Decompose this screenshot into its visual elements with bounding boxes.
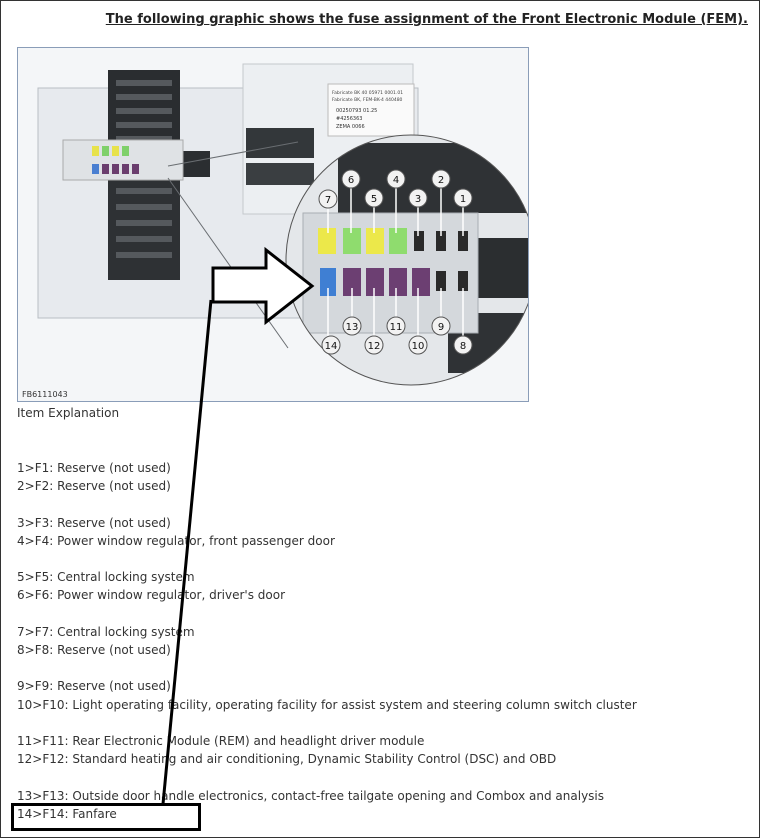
callout-5: 5	[364, 188, 384, 208]
callout-6: 6	[341, 169, 361, 189]
callout-9: 9	[431, 316, 451, 336]
fuse-item-14: 14>F14: Fanfare	[17, 807, 117, 821]
svg-text:Fabricate BK, FEM-BK-4 440480: Fabricate BK, FEM-BK-4 440480	[332, 97, 403, 103]
item-explanation-label: Item Explanation	[17, 406, 120, 420]
figure-code: FB6111043	[22, 390, 68, 399]
callout-12: 12	[364, 335, 384, 355]
svg-text:Fabricate BK 40 05971 0001.01: Fabricate BK 40 05971 0001.01	[332, 90, 403, 96]
fuse-item-6: 6>F6: Power window regulator, driver's d…	[17, 588, 285, 602]
callout-1: 1	[453, 188, 473, 208]
fuse-item-13: 13>F13: Outside door handle electronics,…	[17, 789, 605, 803]
svg-text:#4256363: #4256363	[336, 116, 362, 122]
callout-7: 7	[318, 189, 338, 209]
fuse-item-3: 3>F3: Reserve (not used)	[17, 516, 171, 530]
fuse-item-9: 9>F9: Reserve (not used)	[17, 679, 171, 693]
svg-text:12: 12	[368, 341, 381, 352]
callout-3: 3	[408, 188, 428, 208]
fuse-item-1: 1>F1: Reserve (not used)	[17, 461, 171, 475]
svg-text:10: 10	[412, 341, 425, 352]
fuse-item-8: 8>F8: Reserve (not used)	[17, 643, 171, 657]
module-label-text: Fabricate BK 40 05971 0001.01 Fabricate …	[332, 90, 403, 130]
svg-text:7: 7	[325, 195, 331, 206]
fuse-item-4: 4>F4: Power window regulator, front pass…	[17, 534, 335, 548]
fuse-item-12: 12>F12: Standard heating and air conditi…	[17, 752, 557, 766]
svg-text:4: 4	[393, 175, 399, 186]
svg-text:13: 13	[346, 322, 359, 333]
fuse-item-7: 7>F7: Central locking system	[17, 625, 195, 639]
svg-text:8: 8	[460, 341, 466, 352]
svg-text:2: 2	[438, 175, 444, 186]
fuse-item-5: 5>F5: Central locking system	[17, 570, 195, 584]
svg-text:00250793 01.25: 00250793 01.25	[336, 108, 377, 114]
callout-2: 2	[431, 169, 451, 189]
highlight-box	[11, 803, 201, 831]
svg-text:14: 14	[325, 341, 338, 352]
svg-text:11: 11	[390, 322, 403, 333]
svg-text:6: 6	[348, 175, 354, 186]
callout-14: 14	[321, 335, 341, 355]
callout-11: 11	[386, 316, 406, 336]
callout-4: 4	[386, 169, 406, 189]
callout-13: 13	[342, 316, 362, 336]
fuse-item-10: 10>F10: Light operating facility, operat…	[17, 698, 637, 712]
svg-text:1: 1	[460, 194, 466, 205]
svg-text:ZEMA 0066: ZEMA 0066	[336, 124, 365, 130]
svg-text:9: 9	[438, 322, 444, 333]
fem-module-illustration: Fabricate BK 40 05971 0001.01 Fabricate …	[18, 48, 528, 401]
callout-8: 8	[453, 335, 473, 355]
callout-10: 10	[408, 335, 428, 355]
fem-fuse-figure: Fabricate BK 40 05971 0001.01 Fabricate …	[17, 47, 529, 402]
svg-text:5: 5	[371, 194, 377, 205]
fuse-item-11: 11>F11: Rear Electronic Module (REM) and…	[17, 734, 425, 748]
svg-text:3: 3	[415, 194, 421, 205]
fuse-item-2: 2>F2: Reserve (not used)	[17, 479, 171, 493]
page-heading: The following graphic shows the fuse ass…	[105, 12, 748, 27]
